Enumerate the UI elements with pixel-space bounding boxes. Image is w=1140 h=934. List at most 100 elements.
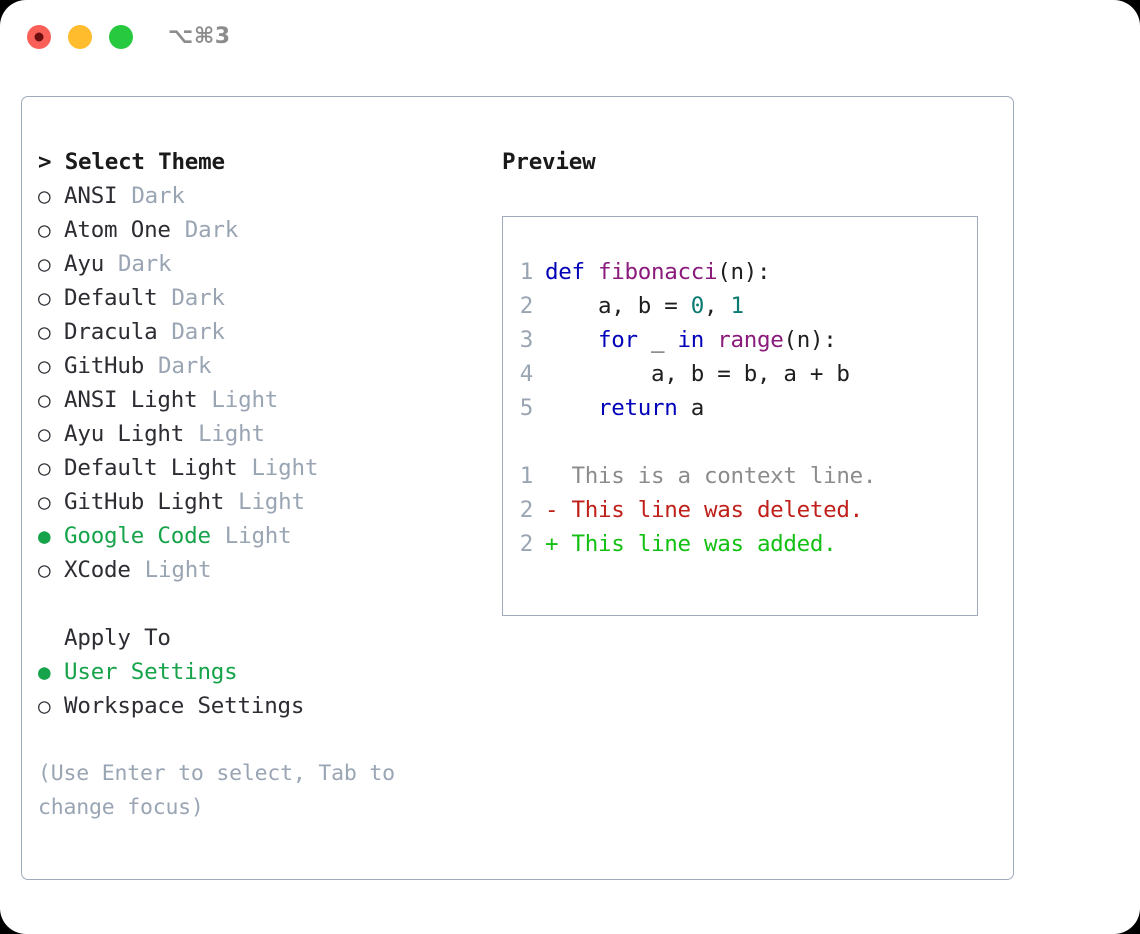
theme-option-label: Ayu xyxy=(64,251,105,277)
theme-variant-badge: Light xyxy=(144,557,212,583)
theme-variant-badge: Dark xyxy=(158,353,212,379)
code-token-fn: range xyxy=(717,327,784,353)
code-token-pl: (n): xyxy=(783,327,837,353)
theme-option-label: XCode xyxy=(64,557,131,583)
theme-option-label: Default Light xyxy=(64,455,238,481)
preview-heading: Preview xyxy=(502,149,596,175)
apply-to-heading: Apply To xyxy=(64,625,171,651)
code-token-pl: a, b = xyxy=(545,293,691,319)
spacer xyxy=(515,425,969,459)
code-token-kw: return xyxy=(545,395,691,421)
code-line-text: return a xyxy=(545,391,704,425)
theme-option-label: ANSI xyxy=(64,183,118,209)
theme-option-label: Default xyxy=(64,285,158,311)
theme-option-default-light[interactable]: ○ Default Light Light xyxy=(38,451,478,485)
line-number: 2 xyxy=(519,293,534,319)
theme-variant-badge: Dark xyxy=(184,217,239,243)
diff-line-text-del: - This line was deleted. xyxy=(545,497,863,523)
code-line: 3 for _ in range(n): xyxy=(515,323,969,357)
line-number: 2 xyxy=(519,497,534,523)
radio-unselected-icon: ○ xyxy=(38,558,51,582)
theme-option-dracula[interactable]: ○ Dracula Dark xyxy=(38,315,478,349)
line-number: 1 xyxy=(519,259,534,285)
diff-line: 2 + This line was added. xyxy=(515,527,969,561)
radio-unselected-icon: ○ xyxy=(38,354,51,378)
code-line: 5 return a xyxy=(515,391,969,425)
radio-unselected-icon: ○ xyxy=(38,456,51,480)
radio-unselected-icon: ○ xyxy=(38,320,51,344)
radio-unselected-icon: ○ xyxy=(38,184,51,208)
theme-option-ansi[interactable]: ○ ANSI Dark xyxy=(38,179,478,213)
radio-unselected-icon: ○ xyxy=(38,422,51,446)
line-number: 3 xyxy=(519,327,534,353)
apply-to-option-label: Workspace Settings xyxy=(64,693,305,719)
theme-variant-badge: Dark xyxy=(171,319,225,345)
code-token-kw: for xyxy=(545,327,651,353)
theme-option-github[interactable]: ○ GitHub Dark xyxy=(38,349,478,383)
radio-selected-icon: ● xyxy=(38,660,51,684)
code-token-pl: a, b = b, a + b xyxy=(545,361,850,387)
theme-option-label: ANSI Light xyxy=(64,387,198,413)
traffic-light-group xyxy=(27,25,133,49)
theme-option-label: GitHub xyxy=(64,353,145,379)
keyboard-shortcut-label: ⌥⌘3 xyxy=(168,24,231,49)
code-token-fn: fibonacci xyxy=(598,259,718,285)
diff-line-text-add: + This line was added. xyxy=(545,531,837,557)
code-token-pl: (n): xyxy=(717,259,771,285)
line-number: 4 xyxy=(519,361,534,387)
diff-line: 2 - This line was deleted. xyxy=(515,493,969,527)
theme-variant-badge: Dark xyxy=(117,251,172,277)
theme-option-ayu-light[interactable]: ○ Ayu Light Light xyxy=(38,417,478,451)
apply-to-option-user-settings[interactable]: ●User Settings xyxy=(38,655,478,689)
diff-sample: 1 This is a context line. 2 - This line wa… xyxy=(515,459,969,561)
radio-unselected-icon: ○ xyxy=(38,490,51,514)
code-token-pl: a xyxy=(690,395,705,421)
diff-line: 1 This is a context line. xyxy=(515,459,969,493)
apply-to-option-list[interactable]: ●User Settings○Workspace Settings xyxy=(38,655,478,723)
apply-to-heading-row: ○ Apply To xyxy=(38,621,478,655)
keyboard-hint-text: (Use Enter to select, Tab to change focu… xyxy=(38,761,395,820)
code-line-text: a, b = 0, 1 xyxy=(545,289,744,323)
theme-variant-badge: Light xyxy=(224,523,292,549)
theme-option-label: Atom One xyxy=(64,217,171,243)
code-line-text: for _ in range(n): xyxy=(545,323,837,357)
spacer xyxy=(38,587,478,621)
code-token-kw: def xyxy=(545,259,598,285)
radio-unselected-icon: ○ xyxy=(38,286,51,310)
code-line: 2 a, b = 0, 1 xyxy=(515,289,969,323)
theme-option-ayu[interactable]: ○ Ayu Dark xyxy=(38,247,478,281)
line-number: 2 xyxy=(519,531,534,557)
bullet-placeholder-icon: ○ xyxy=(38,621,64,655)
minimize-button[interactable] xyxy=(68,25,92,49)
maximize-button[interactable] xyxy=(109,25,133,49)
theme-variant-badge: Dark xyxy=(131,183,185,209)
code-line-text: def fibonacci(n): xyxy=(545,255,771,289)
theme-option-label: GitHub Light xyxy=(64,489,225,515)
theme-option-github-light[interactable]: ○ GitHub Light Light xyxy=(38,485,478,519)
theme-option-xcode[interactable]: ○ XCode Light xyxy=(38,553,478,587)
radio-unselected-icon: ○ xyxy=(38,252,51,276)
theme-variant-badge: Light xyxy=(238,489,305,515)
code-token-num: 0 xyxy=(690,293,705,319)
close-button[interactable] xyxy=(27,25,51,49)
theme-variant-badge: Light xyxy=(198,421,265,447)
code-token-kw: in xyxy=(677,327,718,353)
theme-option-label: Ayu Light xyxy=(64,421,185,447)
radio-unselected-icon: ○ xyxy=(38,388,51,412)
apply-to-option-workspace-settings[interactable]: ○Workspace Settings xyxy=(38,689,478,723)
theme-variant-badge: Light xyxy=(251,455,319,481)
code-line-text: a, b = b, a + b xyxy=(545,357,850,391)
theme-option-label: Dracula xyxy=(64,319,158,345)
